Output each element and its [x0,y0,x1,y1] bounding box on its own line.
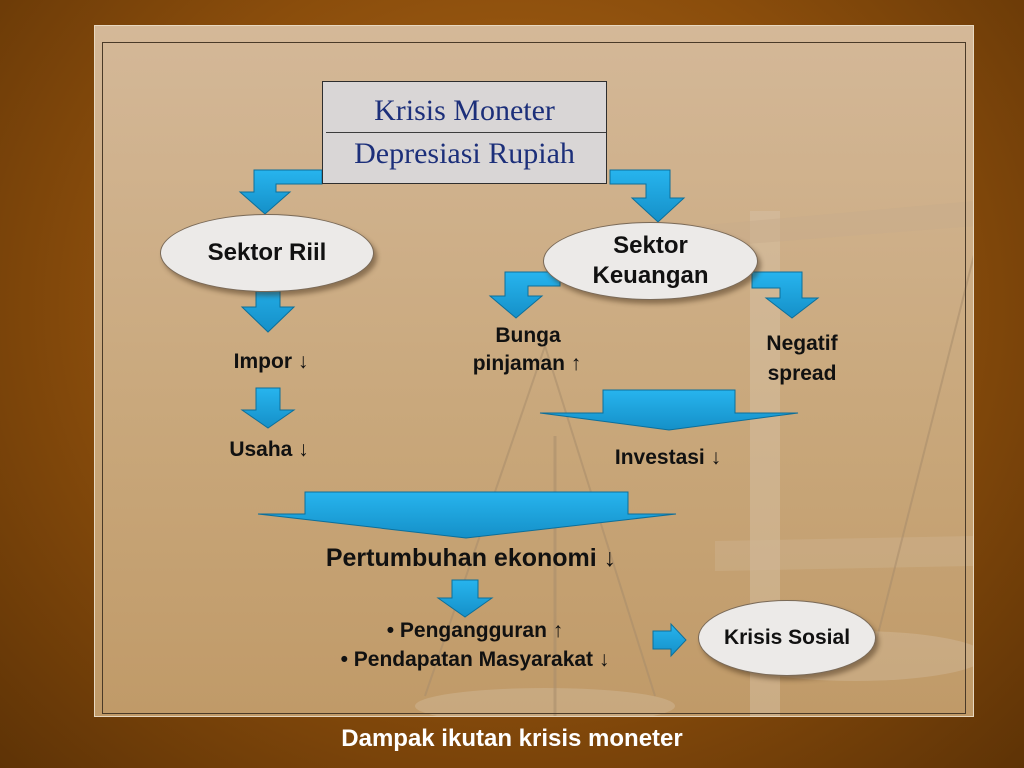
arrow-pertumbuhan-to-bullets [436,579,494,618]
node-sektor-keuangan-line1: Sektor [613,232,688,259]
arrow-title-to-keuangan [609,169,686,223]
label-bunga-line1: Bunga [495,324,561,347]
title-divider [326,132,606,133]
node-krisis-sosial: Krisis Sosial [698,600,876,676]
label-pertumbuhan-ekonomi: Pertumbuhan ekonomi ↓ [325,544,617,572]
label-pengangguran: • Pengangguran ↑ [386,619,564,642]
label-impor: Impor ↓ [233,350,309,373]
label-negatif-line2: spread [767,362,837,385]
node-krisis-sosial-label: Krisis Sosial [723,626,851,649]
arrow-keuangan-to-negatif [751,271,820,319]
slide-footer-caption: Dampak ikutan krisis moneter [341,725,683,752]
arrow-to-pertumbuhan [257,491,677,539]
inner-frame [102,42,966,714]
node-sektor-keuangan-line2: Keuangan [592,262,709,289]
arrow-impor-to-usaha [240,387,296,429]
title-line-krisis: Krisis Moneter [374,94,555,127]
arrow-title-to-riil [238,169,323,215]
arrow-to-investasi [539,389,799,431]
node-sektor-keuangan: Sektor Keuangan [543,222,758,300]
label-usaha: Usaha ↓ [229,438,309,461]
title-box: Krisis Moneter Depresiasi Rupiah [322,81,607,184]
label-pendapatan-masyarakat: • Pendapatan Masyarakat ↓ [340,648,610,671]
arrow-to-krisis-sosial [652,622,687,658]
node-sektor-riil: Sektor Riil [160,214,374,292]
label-bunga-line2: pinjaman ↑ [472,352,582,375]
node-sektor-riil-label: Sektor Riil [207,239,327,266]
label-investasi: Investasi ↓ [614,446,722,469]
title-line-depresiasi: Depresiasi Rupiah [354,137,575,170]
arrow-keuangan-to-bunga [488,271,561,319]
label-negatif-line1: Negatif [766,332,838,355]
